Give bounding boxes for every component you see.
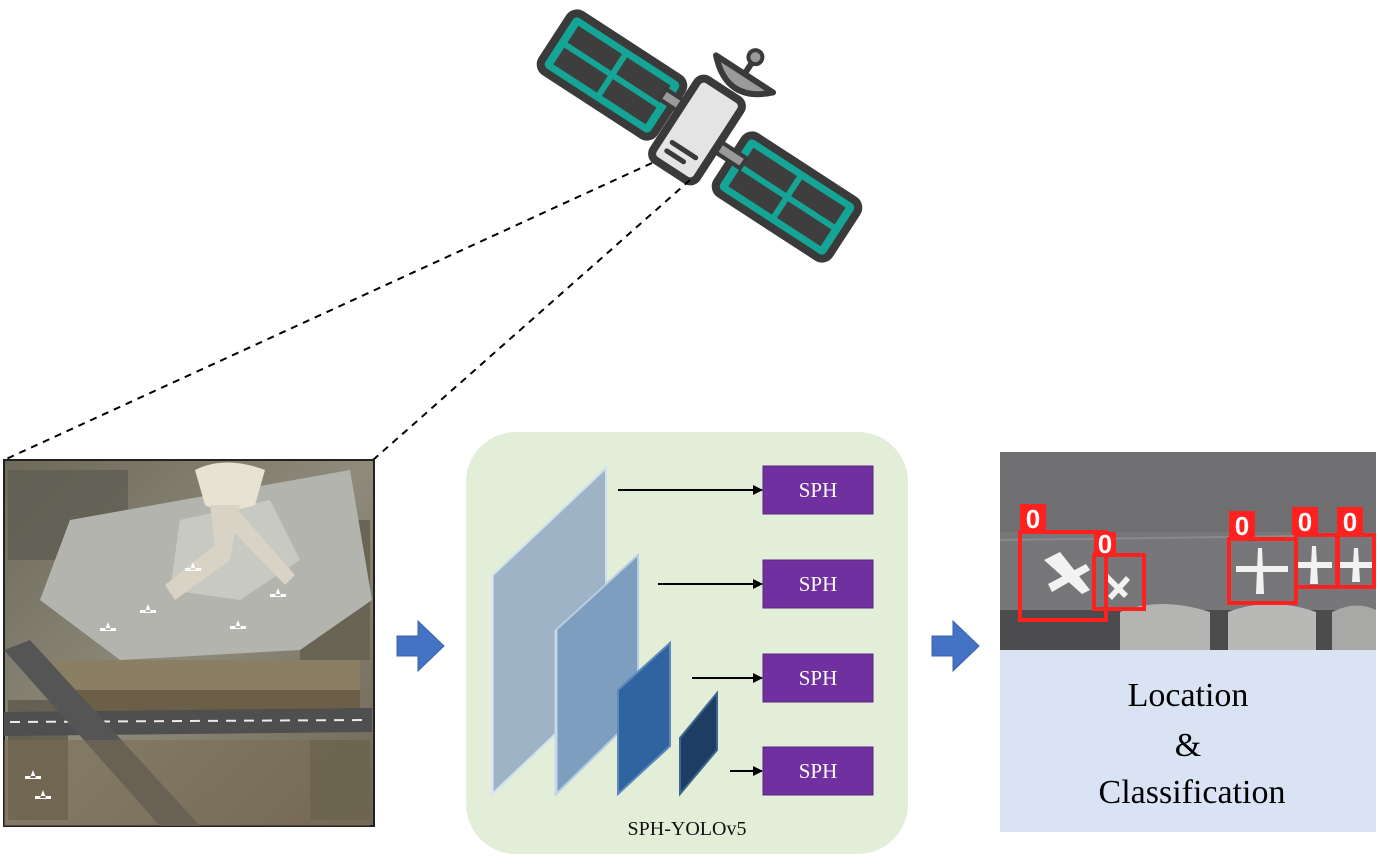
sph-head-label: SPH bbox=[799, 666, 838, 690]
sph-head-label: SPH bbox=[799, 572, 838, 596]
sph-head-1: SPH bbox=[762, 465, 874, 515]
sph-head-2: SPH bbox=[762, 559, 874, 609]
solar-panel-left bbox=[536, 9, 688, 141]
sph-head-4: SPH bbox=[762, 746, 874, 796]
detection-class-label: 0 bbox=[1343, 507, 1357, 537]
right-arrow-icon bbox=[931, 619, 980, 673]
detection-result-image: 0 0 0 0 0 bbox=[999, 452, 1377, 650]
detection-class-label: 0 bbox=[1235, 511, 1249, 541]
sph-head-label: SPH bbox=[799, 478, 838, 502]
satellite-dish bbox=[713, 48, 777, 98]
detection-class-label: 0 bbox=[1026, 504, 1040, 534]
model-name-label: SPH-YOLOv5 bbox=[628, 818, 747, 840]
satellite-body bbox=[648, 74, 746, 186]
feature-map-3 bbox=[617, 640, 671, 797]
detection-class-label: 0 bbox=[1098, 529, 1112, 559]
sph-head-3: SPH bbox=[762, 653, 874, 703]
satellite-icon bbox=[536, 9, 863, 263]
result-line-classification: Classification bbox=[1099, 774, 1286, 811]
result-line-ampersand: & bbox=[1175, 727, 1201, 764]
model-panel: SPH SPH SPH SPH SPH-YOLOv5 bbox=[466, 432, 908, 854]
field-of-view-line-left bbox=[3, 162, 653, 461]
detection-class-label: 0 bbox=[1298, 507, 1312, 537]
feature-map-4 bbox=[679, 690, 718, 797]
result-line-location: Location bbox=[1128, 677, 1249, 714]
right-arrow-icon bbox=[396, 619, 445, 673]
input-satellite-image bbox=[3, 459, 375, 827]
sph-head-label: SPH bbox=[799, 759, 838, 783]
solar-panel-right bbox=[711, 131, 863, 263]
result-text-box bbox=[1000, 650, 1376, 832]
field-of-view-line-right bbox=[372, 179, 691, 461]
result-panel: 0 0 0 0 0 Location & Classification bbox=[999, 452, 1377, 832]
